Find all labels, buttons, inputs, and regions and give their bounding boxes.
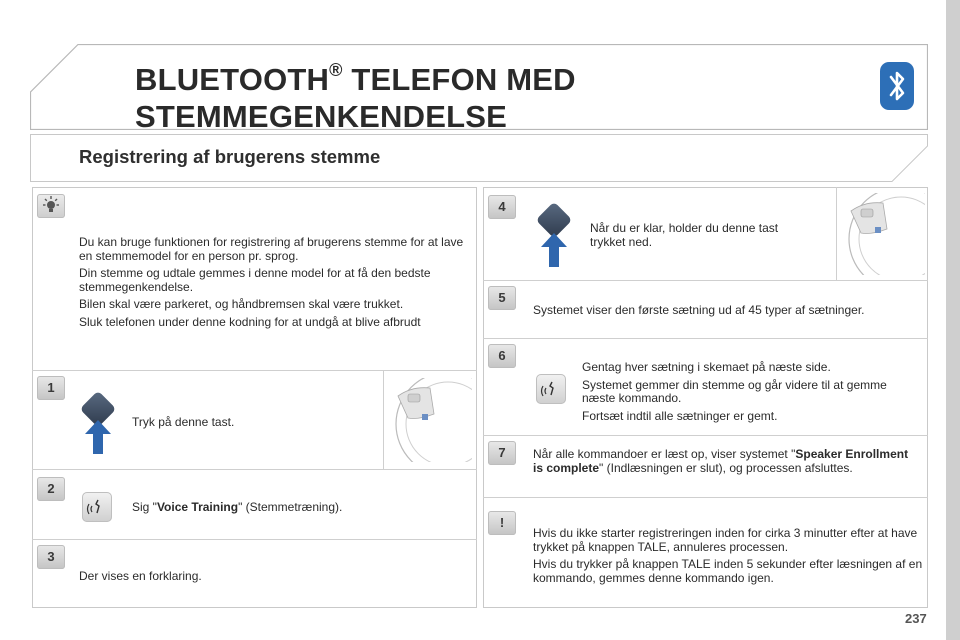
step4-text: Når du er klar, holder du denne tast try… bbox=[590, 221, 779, 249]
step1-text: Tryk på denne tast. bbox=[132, 415, 235, 429]
step-badge-1: 1 bbox=[37, 376, 65, 400]
steering-wheel-icon bbox=[848, 193, 925, 275]
page-title: BLUETOOTH® TELEFON MED STEMMEGENKENDELSE bbox=[135, 60, 576, 134]
intro-text: Du kan bruge funktionen for registrering… bbox=[79, 235, 464, 329]
step-badge-6: 6 bbox=[488, 344, 516, 368]
header-frame bbox=[30, 44, 928, 130]
page-edge-bar bbox=[946, 0, 960, 640]
step2-text: Sig "Voice Training" (Stemmetræning). bbox=[132, 500, 343, 514]
press-arrow-icon bbox=[541, 233, 567, 267]
press-arrow-icon bbox=[85, 420, 111, 454]
step3-text: Der vises en forklaring. bbox=[79, 569, 202, 583]
step6-text: Gentag hver sætning i skemaet på næste s… bbox=[582, 360, 887, 423]
voice-talk-icon bbox=[536, 374, 566, 404]
info-bulb-icon bbox=[37, 194, 65, 218]
section-title: Registrering af brugerens stemme bbox=[79, 146, 381, 167]
step-badge-7: 7 bbox=[488, 441, 516, 465]
step-badge-2: 2 bbox=[37, 477, 65, 501]
steering-wheel-icon bbox=[395, 378, 472, 462]
step7-text: Når alle kommandoer er læst op, viser sy… bbox=[533, 447, 909, 475]
page-number: 237 bbox=[905, 611, 927, 626]
step-badge-3: 3 bbox=[37, 545, 65, 569]
step-badge-4: 4 bbox=[488, 195, 516, 219]
voice-talk-icon bbox=[82, 492, 112, 522]
warning-text: Hvis du ikke starter registreringen inde… bbox=[533, 526, 923, 585]
bluetooth-icon bbox=[880, 62, 914, 110]
warning-icon: ! bbox=[488, 511, 516, 535]
step5-text: Systemet viser den første sætning ud af … bbox=[533, 303, 865, 317]
step-badge-5: 5 bbox=[488, 286, 516, 310]
section-frame bbox=[30, 134, 928, 182]
